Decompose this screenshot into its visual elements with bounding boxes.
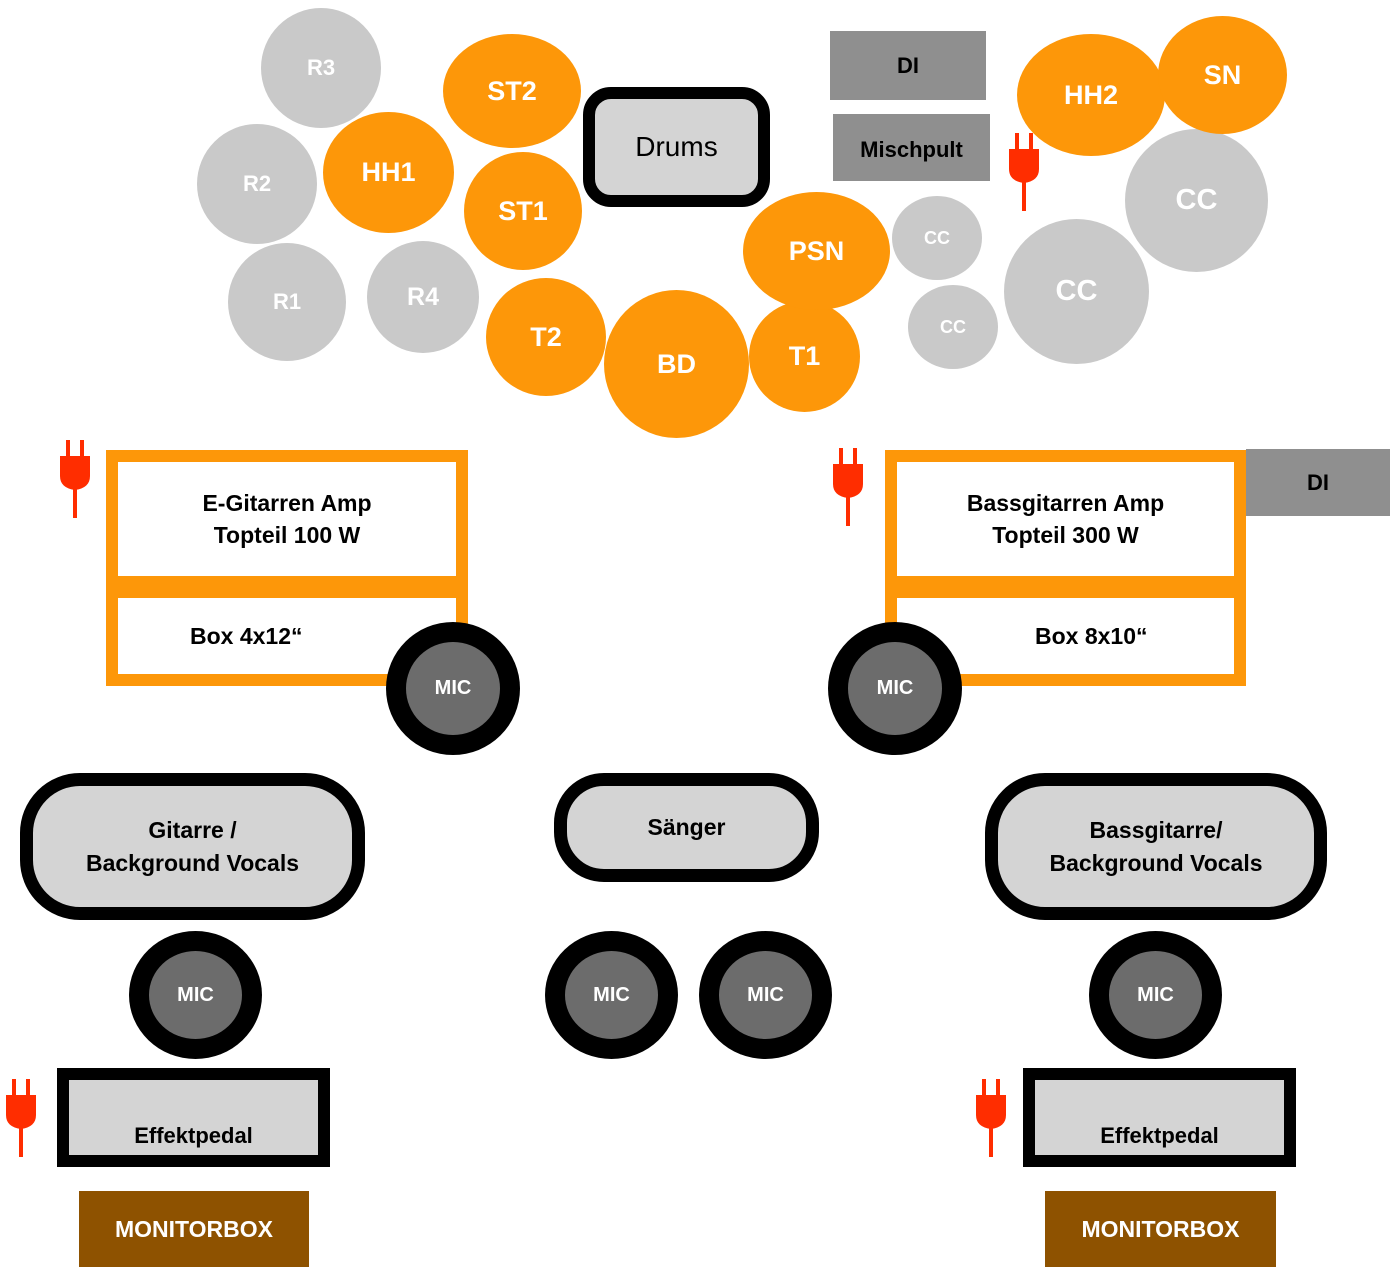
- bass-amp-mic: MIC: [828, 622, 962, 755]
- drum-hh1: HH1: [323, 112, 454, 233]
- performer-guitar-line2: Background Vocals: [85, 849, 300, 876]
- mic-label: MIC: [1109, 951, 1202, 1039]
- di-box-bass: DI: [1246, 449, 1390, 516]
- drum-st1: ST1: [464, 152, 582, 270]
- effect-pedal-guitar: Effektpedal: [57, 1068, 330, 1167]
- drum-t2: T2: [486, 278, 606, 396]
- drums-label: Drums: [635, 131, 718, 162]
- di-box-top: DI: [830, 31, 986, 100]
- cymbal-cc-small-1: CC: [892, 196, 982, 280]
- bass-amp-head-line1: Bassgitarren Amp: [966, 490, 1165, 516]
- mic-label: MIC: [848, 642, 942, 735]
- power-plug-icon: [6, 1079, 36, 1157]
- mic-label: MIC: [406, 642, 500, 735]
- bass-amp-head: Bassgitarren Amp Topteil 300 W: [885, 450, 1246, 588]
- performer-guitar: Gitarre / Background Vocals: [20, 773, 365, 920]
- mic-label: MIC: [149, 951, 242, 1039]
- singer-mic-2: MIC: [699, 931, 832, 1059]
- drum-psn: PSN: [743, 192, 890, 310]
- bass-vocal-mic: MIC: [1089, 931, 1222, 1059]
- drum-r2: R2: [197, 124, 317, 244]
- drum-t1: T1: [749, 301, 860, 412]
- mic-label: MIC: [565, 951, 658, 1039]
- drum-st2: ST2: [443, 34, 581, 148]
- power-plug-icon: [1009, 133, 1039, 211]
- performer-bass-line2: Background Vocals: [1049, 849, 1263, 876]
- guitar-amp-head-line1: E-Gitarren Amp: [202, 490, 372, 516]
- bass-amp-cabinet-label: Box 8x10“: [1035, 623, 1148, 649]
- drum-bd: BD: [604, 290, 749, 438]
- performer-singer-label: Sänger: [647, 814, 726, 840]
- effect-pedal-guitar-label: Effektpedal: [134, 1123, 253, 1148]
- performer-singer: Sänger: [554, 773, 819, 882]
- guitar-amp-head-line2: Topteil 100 W: [213, 522, 361, 548]
- singer-mic-1: MIC: [545, 931, 678, 1059]
- monitor-box-left: MONITORBOX: [79, 1191, 309, 1267]
- bass-amp-head-line2: Topteil 300 W: [992, 522, 1139, 548]
- power-plug-icon: [60, 440, 90, 518]
- mic-label: MIC: [719, 951, 812, 1039]
- performer-bass-line1: Bassgitarre/: [1089, 816, 1223, 843]
- effect-pedal-bass-label: Effektpedal: [1100, 1123, 1219, 1148]
- guitar-vocal-mic: MIC: [129, 931, 262, 1059]
- cymbal-cc-large-2: CC: [1004, 219, 1149, 364]
- performer-bass: Bassgitarre/ Background Vocals: [985, 773, 1327, 920]
- drum-hh2: HH2: [1017, 34, 1165, 156]
- mischpult: Mischpult: [833, 114, 990, 181]
- guitar-amp-head: E-Gitarren Amp Topteil 100 W: [106, 450, 468, 588]
- monitor-box-right: MONITORBOX: [1045, 1191, 1276, 1267]
- drum-r3: R3: [261, 8, 381, 128]
- cymbal-cc-small-2: CC: [908, 285, 998, 369]
- cymbal-cc-large-1: CC: [1125, 129, 1268, 272]
- performer-guitar-line1: Gitarre /: [148, 816, 237, 843]
- guitar-amp-cabinet-label: Box 4x12“: [190, 623, 303, 649]
- power-plug-icon: [833, 448, 863, 526]
- guitar-amp-mic: MIC: [386, 622, 520, 755]
- power-plug-icon: [976, 1079, 1006, 1157]
- drum-r4: R4: [367, 241, 479, 353]
- drum-sn: SN: [1158, 16, 1287, 134]
- drums-position: Drums: [583, 87, 770, 207]
- bass-amp-cabinet: Box 8x10“: [885, 586, 1246, 686]
- drum-r1: R1: [228, 243, 346, 361]
- effect-pedal-bass: Effektpedal: [1023, 1068, 1296, 1167]
